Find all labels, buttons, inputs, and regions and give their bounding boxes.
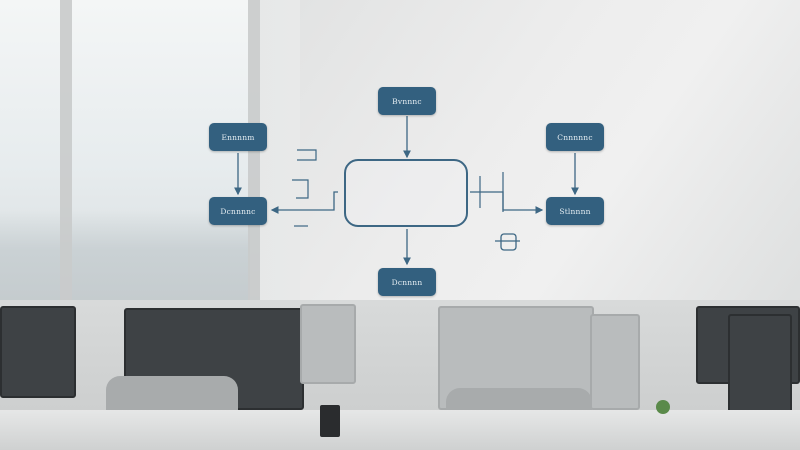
arrow-center-to-right-bottom	[470, 191, 544, 214]
node-top[interactable]: Bvnnnc	[378, 87, 436, 115]
node-bottom[interactable]: Dcnnnn	[378, 268, 436, 296]
monitor	[300, 304, 356, 384]
node-label: Bvnnnc	[392, 96, 422, 106]
monitor	[728, 314, 792, 422]
small-glyph	[297, 149, 317, 161]
node-left-top[interactable]: Ennnnm	[209, 123, 267, 151]
city-view	[0, 210, 250, 310]
node-left-bottom[interactable]: Dcnnnnc	[209, 197, 267, 225]
node-right-bottom[interactable]: Stlnnnn	[546, 197, 604, 225]
small-glyph	[292, 179, 309, 199]
window-frame	[60, 0, 72, 330]
arrow-center-to-left-bottom	[270, 191, 338, 214]
window-frame	[248, 0, 260, 330]
small-glyph	[500, 233, 517, 251]
node-label: Cnnnnnc	[557, 132, 593, 142]
node-label: Dcnnnnc	[220, 206, 256, 216]
plant	[656, 400, 670, 414]
node-label: Stlnnnn	[559, 206, 591, 216]
monitor	[0, 306, 76, 398]
pen-cup	[320, 405, 340, 437]
monitor	[590, 314, 640, 410]
node-label: Dcnnnn	[391, 277, 423, 287]
center-process-box	[344, 159, 468, 227]
node-label: Ennnnm	[221, 132, 255, 142]
desk	[0, 410, 800, 450]
node-right-top[interactable]: Cnnnnnc	[546, 123, 604, 151]
